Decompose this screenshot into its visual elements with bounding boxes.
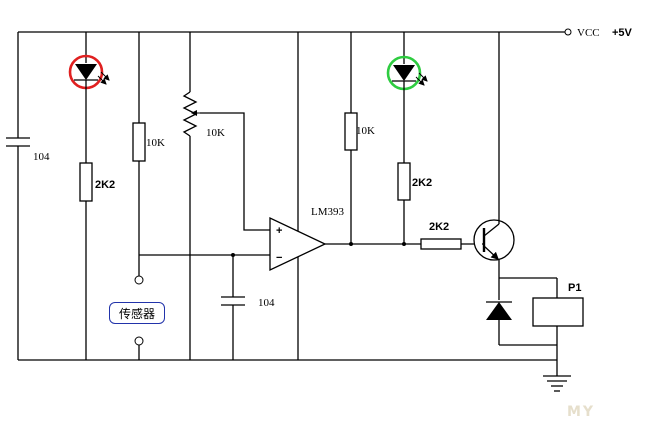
npn-transistor-icon	[473, 32, 515, 278]
capacitor-filter	[221, 296, 245, 306]
sensor-terminal-bottom	[134, 336, 144, 346]
led-red-branch	[68, 32, 110, 360]
pot-label: 10K	[206, 127, 225, 139]
resistor-base	[420, 238, 462, 250]
capacitor-left	[6, 32, 30, 360]
diode-icon	[486, 301, 512, 320]
potentiometer-branch	[182, 32, 270, 360]
r-led-green-label: 2K2	[412, 177, 432, 189]
relay-label: P1	[568, 282, 581, 294]
sensor-branch	[132, 32, 146, 360]
vcc-terminal	[564, 28, 572, 36]
pullup-branch	[344, 32, 358, 244]
vcc-rail	[18, 28, 572, 36]
potentiometer-icon	[182, 91, 198, 137]
opamp-plus-pin: +	[276, 225, 282, 237]
resistor-led-green	[397, 162, 411, 201]
r-sensor-label: 10K	[146, 137, 165, 149]
opamp-label: LM393	[311, 206, 345, 218]
output-net	[325, 242, 421, 246]
opamp-minus-pin: −	[276, 252, 282, 264]
c-filter-label: 104	[258, 297, 275, 309]
vcc-label: VCC	[577, 27, 600, 39]
led-green-branch	[386, 32, 428, 244]
sensor-terminal-top	[134, 275, 144, 285]
r-base-label: 2K2	[429, 221, 449, 233]
c-left-label: 104	[33, 151, 50, 163]
r-led-red-label: 2K2	[95, 179, 115, 191]
sensor-box: 传感器	[109, 302, 165, 324]
led-green-icon	[386, 55, 428, 91]
r-pullup-label: 10K	[356, 125, 375, 137]
inverting-input-net	[139, 253, 270, 360]
voltage-label: +5V	[612, 27, 633, 39]
resistor-sensor-pullup	[132, 122, 146, 162]
flyback-and-relay	[486, 277, 584, 376]
watermark: MY	[567, 404, 596, 420]
opamp-icon: + −	[269, 32, 327, 360]
ground-icon	[543, 375, 571, 392]
resistor-led-red	[79, 162, 93, 202]
led-red-icon	[68, 54, 110, 90]
relay-coil-icon	[532, 297, 584, 327]
